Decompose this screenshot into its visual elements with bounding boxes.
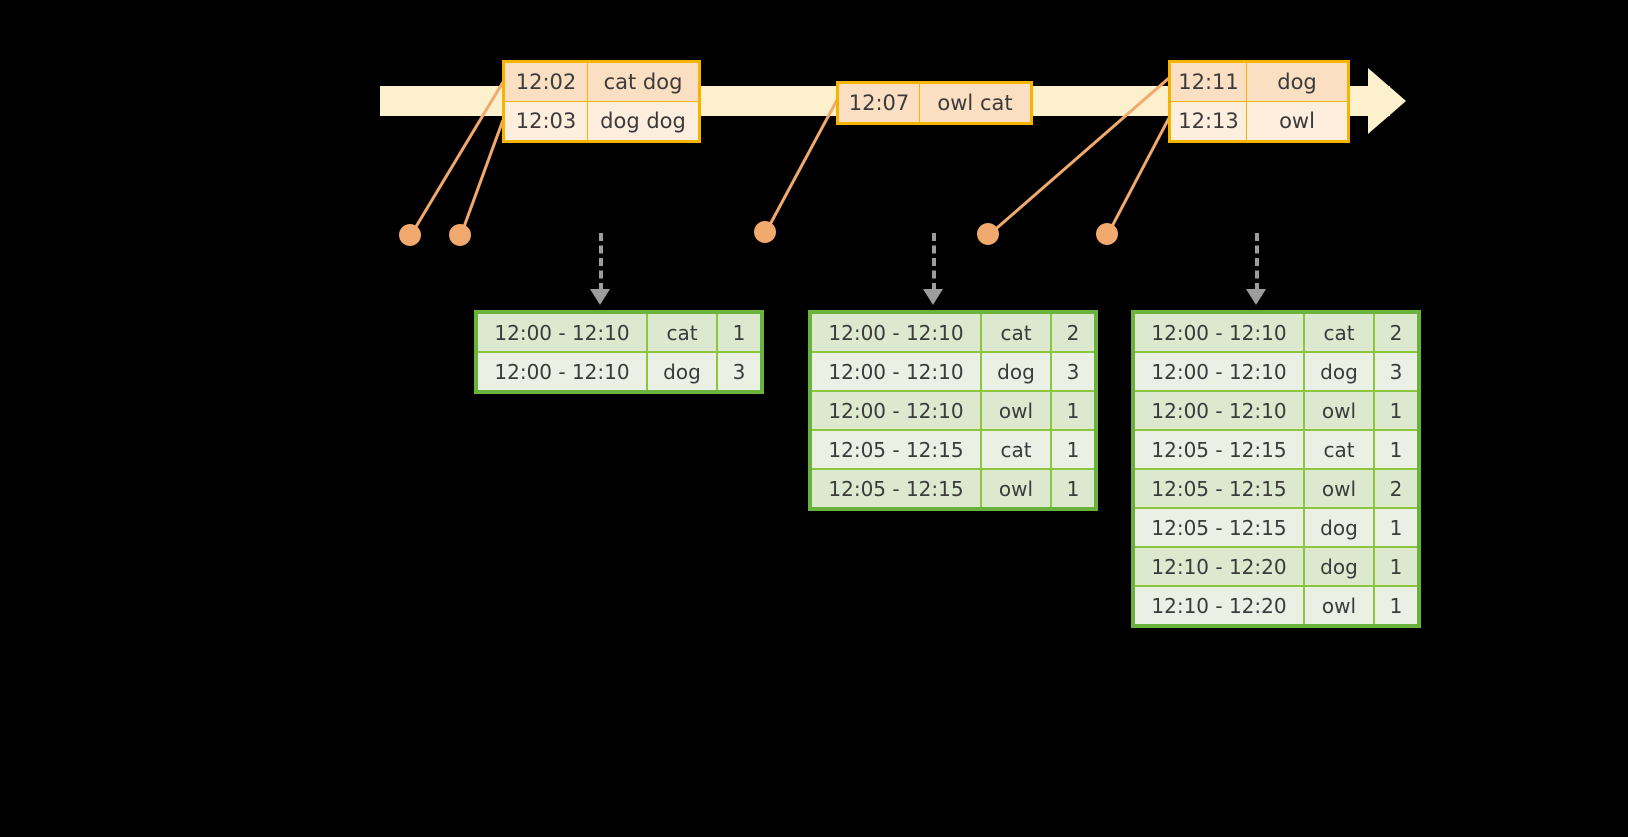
event-words: cat dog — [587, 61, 700, 102]
word-cell: owl — [980, 390, 1052, 431]
count-cell: 1 — [716, 311, 763, 353]
event-box-3: 12:11 dog 12:13 owl — [1168, 60, 1350, 143]
arrow-head — [1246, 289, 1266, 305]
count-cell: 3 — [716, 351, 763, 393]
event-row: 12:03 dog dog — [503, 101, 700, 142]
event-row: 12:11 dog — [1169, 61, 1349, 102]
window-cell: 12:00 - 12:10 — [809, 390, 982, 431]
count-cell: 1 — [1050, 468, 1097, 510]
window-cell: 12:00 - 12:10 — [475, 351, 648, 393]
count-cell: 2 — [1050, 311, 1097, 353]
event-words: owl — [1246, 101, 1349, 142]
window-cell: 12:05 - 12:15 — [809, 468, 982, 510]
window-cell: 12:05 - 12:15 — [1132, 507, 1305, 548]
word-cell: owl — [1303, 585, 1375, 627]
event-words: dog dog — [587, 101, 700, 142]
word-cell: cat — [980, 311, 1052, 353]
count-cell: 1 — [1373, 390, 1420, 431]
timeline-arrow-head — [1368, 68, 1406, 134]
word-cell: owl — [1303, 390, 1375, 431]
word-cell: dog — [1303, 351, 1375, 392]
window-cell: 12:00 - 12:10 — [1132, 311, 1305, 353]
word-cell: cat — [1303, 429, 1375, 470]
count-cell: 1 — [1050, 390, 1097, 431]
event-time: 12:07 — [837, 82, 920, 124]
word-cell: dog — [646, 351, 718, 393]
word-cell: owl — [1303, 468, 1375, 509]
count-cell: 1 — [1373, 546, 1420, 587]
word-cell: owl — [980, 468, 1052, 510]
count-cell: 1 — [1373, 429, 1420, 470]
event-time: 12:11 — [1169, 61, 1247, 102]
event-box-2: 12:07 owl cat — [836, 81, 1033, 125]
arrow-head — [923, 289, 943, 305]
window-cell: 12:05 - 12:15 — [1132, 429, 1305, 470]
word-cell: dog — [1303, 507, 1375, 548]
word-cell: dog — [1303, 546, 1375, 587]
count-cell: 3 — [1373, 351, 1420, 392]
window-cell: 12:00 - 12:10 — [1132, 351, 1305, 392]
connector-dot-2 — [449, 224, 471, 246]
word-cell: dog — [980, 351, 1052, 392]
window-cell: 12:10 - 12:20 — [1132, 546, 1305, 587]
count-cell: 2 — [1373, 311, 1420, 353]
window-cell: 12:00 - 12:10 — [475, 311, 648, 353]
arrow-head — [590, 289, 610, 305]
window-cell: 12:10 - 12:20 — [1132, 585, 1305, 627]
word-cell: cat — [1303, 311, 1375, 353]
arrow-shaft — [599, 233, 603, 291]
window-cell: 12:00 - 12:10 — [809, 351, 982, 392]
connector-dot-5 — [1096, 223, 1118, 245]
arrow-shaft — [1255, 233, 1259, 291]
event-time: 12:02 — [503, 61, 588, 102]
word-cell: cat — [980, 429, 1052, 470]
connector-dot-3 — [754, 221, 776, 243]
event-words: dog — [1246, 61, 1349, 102]
count-cell: 1 — [1373, 585, 1420, 627]
word-cell: cat — [646, 311, 718, 353]
connector-dot-4 — [977, 223, 999, 245]
count-cell: 3 — [1050, 351, 1097, 392]
window-cell: 12:05 - 12:15 — [1132, 468, 1305, 509]
count-cell: 2 — [1373, 468, 1420, 509]
count-cell: 1 — [1373, 507, 1420, 548]
arrow-shaft — [932, 233, 936, 291]
event-words: owl cat — [919, 82, 1032, 124]
connector-dot-1 — [399, 224, 421, 246]
event-row: 12:13 owl — [1169, 101, 1349, 142]
event-time: 12:13 — [1169, 101, 1247, 142]
window-cell: 12:00 - 12:10 — [809, 311, 982, 353]
event-row: 12:02 cat dog — [503, 61, 700, 102]
event-row: 12:07 owl cat — [837, 82, 1032, 124]
event-time: 12:03 — [503, 101, 588, 142]
event-box-1: 12:02 cat dog 12:03 dog dog — [502, 60, 701, 143]
window-cell: 12:05 - 12:15 — [809, 429, 982, 470]
count-cell: 1 — [1050, 429, 1097, 470]
window-cell: 12:00 - 12:10 — [1132, 390, 1305, 431]
